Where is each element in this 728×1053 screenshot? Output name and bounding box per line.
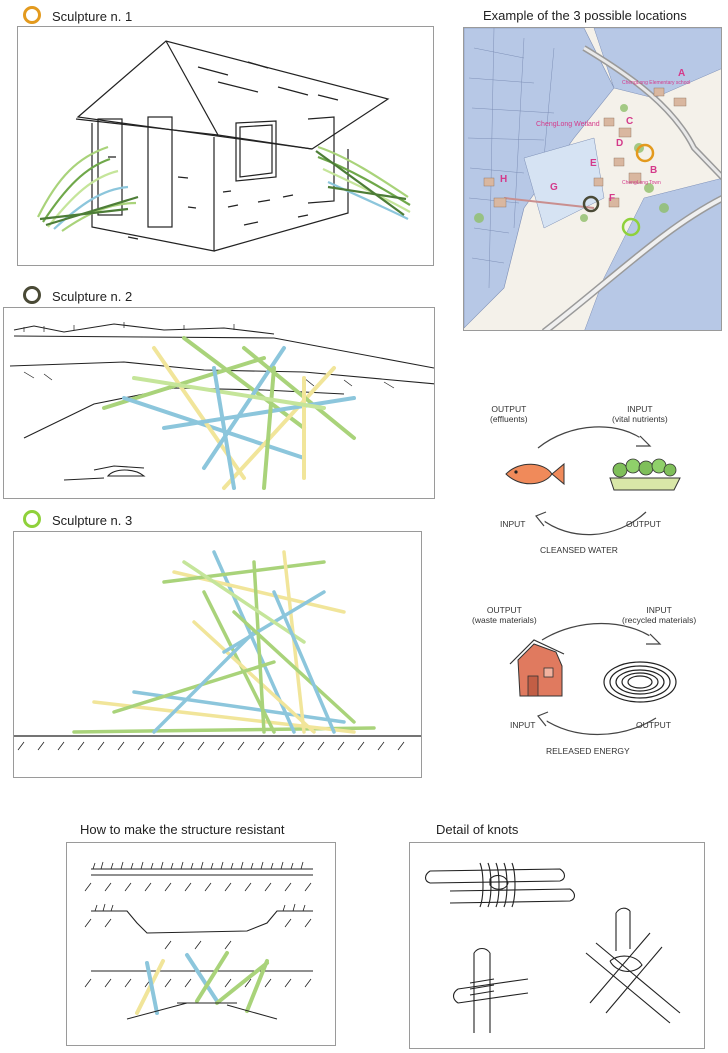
map-letter-d: D: [616, 138, 623, 149]
fish-cycle-caption: CLEANSED WATER: [540, 545, 618, 555]
house-cycle-output-bottom: OUTPUT: [636, 720, 671, 730]
map-letter-b: B: [650, 165, 657, 176]
location-map: ChengLong Wetland ChengLong Elementary s…: [463, 27, 722, 331]
sculpture-2-drawing: [3, 307, 435, 499]
dark-location-marker-icon: [23, 286, 41, 304]
map-label-town: ChengLong Town: [622, 180, 661, 186]
house-icon: [510, 640, 564, 696]
knots-drawing: [409, 842, 705, 1049]
fish-cycle-output-bottom: OUTPUT: [626, 519, 661, 529]
knots-title: Detail of knots: [436, 822, 518, 837]
fish-cycle-input-bottom: INPUT: [500, 519, 526, 529]
house-cycle-input-bottom: INPUT: [510, 720, 536, 730]
coiled-rope-icon: [604, 662, 676, 702]
map-label-school: ChengLong Elementary school: [622, 80, 690, 86]
map-letter-a: A: [678, 68, 685, 79]
map-title: Example of the 3 possible locations: [483, 8, 687, 23]
map-letter-h: H: [500, 174, 507, 185]
sculpture-3-drawing: [13, 531, 422, 778]
map-letter-c: C: [626, 116, 633, 127]
map-letter-f: F: [609, 193, 615, 204]
sculpture-2-title: Sculpture n. 2: [52, 289, 132, 304]
green-location-marker-icon: [23, 510, 41, 528]
fish-icon: [506, 464, 564, 484]
resistant-structure-drawing: [66, 842, 336, 1046]
resistant-title: How to make the structure resistant: [80, 822, 284, 837]
map-letter-e: E: [590, 158, 597, 169]
map-letter-g: G: [550, 182, 558, 193]
sculpture-1-title: Sculpture n. 1: [52, 9, 132, 24]
house-cycle-diagram: [460, 600, 720, 760]
map-label-wetland: ChengLong Wetland: [536, 121, 600, 128]
orange-location-marker-icon: [23, 6, 41, 24]
sculpture-1-drawing: [17, 26, 434, 266]
house-cycle-caption: RELEASED ENERGY: [546, 746, 630, 756]
sculpture-3-title: Sculpture n. 3: [52, 513, 132, 528]
lettuce-tray-icon: [610, 459, 680, 490]
fish-cycle-diagram: [460, 400, 720, 560]
